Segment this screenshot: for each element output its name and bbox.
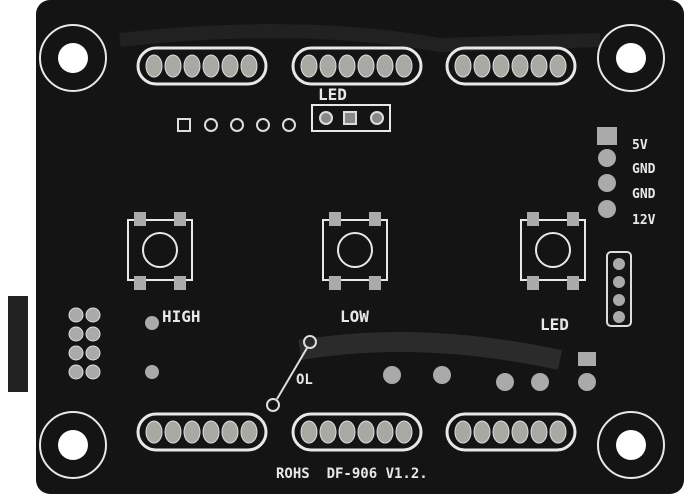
label-low: LOW (340, 307, 369, 326)
label-led: LED (540, 315, 569, 334)
footer-text: ROHS DF-906 V1.2. (276, 466, 428, 482)
mounting-hole (597, 24, 665, 92)
pin-header (445, 46, 577, 86)
tactile-buttons (127, 212, 586, 290)
mounting-hole (597, 411, 665, 479)
led-header-outline (311, 104, 391, 132)
pcb-board (36, 0, 684, 494)
label-12v: 12V (632, 213, 656, 228)
tactile-button (520, 212, 586, 290)
pin-header (445, 412, 577, 452)
led-header-label: LED (318, 85, 347, 104)
tactile-button (322, 212, 388, 290)
pin-headers (136, 46, 577, 452)
pin-header (291, 412, 423, 452)
side-connector (8, 296, 28, 392)
pin-header (136, 412, 268, 452)
left-2x4-header (68, 307, 101, 380)
mounting-hole (39, 24, 107, 92)
label-high: HIGH (162, 307, 201, 326)
label-gnd-2: GND (632, 187, 656, 202)
pin-header (136, 46, 268, 86)
pin-header (291, 46, 423, 86)
mounting-hole (39, 411, 107, 479)
mounting-holes (39, 24, 665, 479)
label-gnd-1: GND (632, 162, 656, 177)
mirrored-label: OL (296, 372, 313, 388)
label-5v: 5V (632, 138, 648, 153)
tactile-button (127, 212, 193, 290)
